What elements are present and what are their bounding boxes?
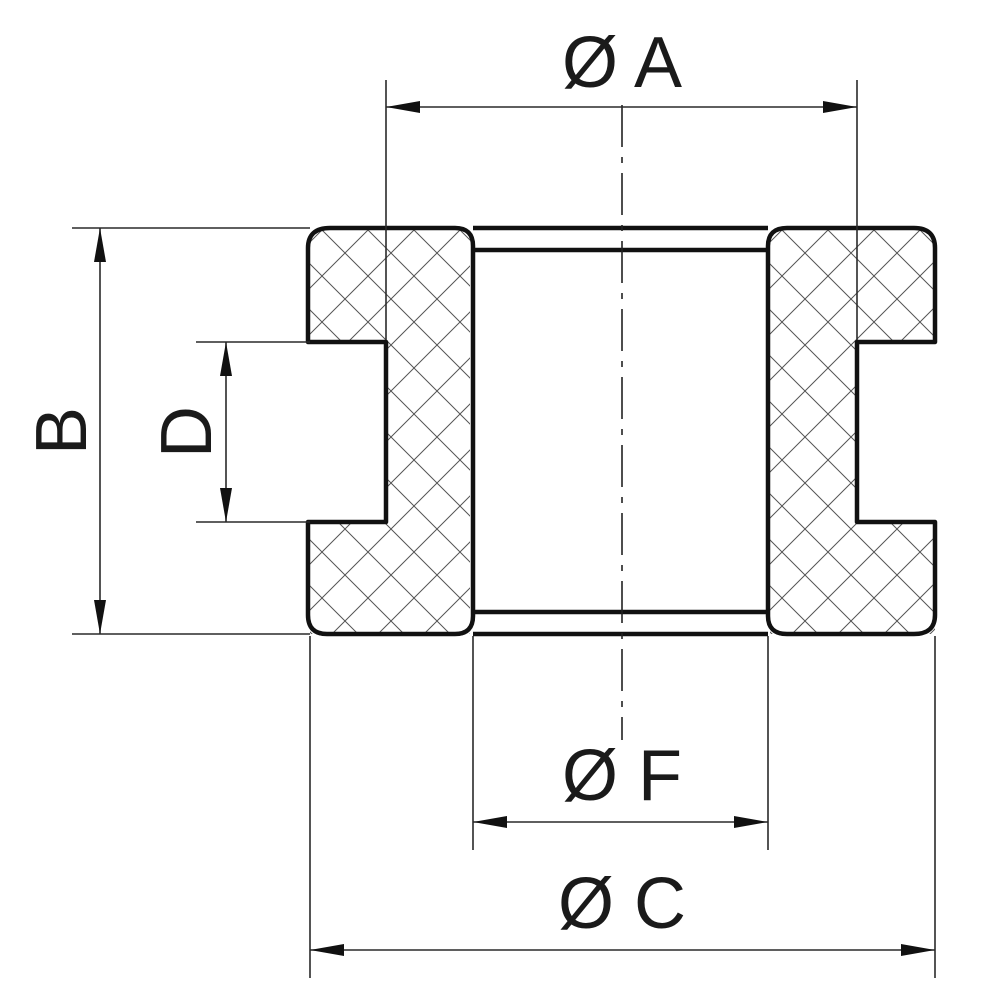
dim-f-arrow-left	[473, 816, 507, 828]
left-section-hatch	[310, 228, 470, 634]
dim-d-arrow-bottom	[220, 488, 232, 522]
dim-a-arrow-left	[386, 101, 420, 113]
dim-f-label: Ø F	[562, 736, 682, 816]
dim-d-arrow-top	[220, 342, 232, 376]
right-section-hatch	[770, 228, 935, 634]
dim-c-arrow-left	[310, 944, 344, 956]
dim-c-label: Ø C	[558, 864, 686, 944]
right-section-outline	[765, 225, 938, 637]
dim-a-label: Ø A	[562, 23, 682, 103]
dim-c-arrow-right	[901, 944, 935, 956]
dim-a-arrow-right	[823, 101, 857, 113]
dim-b-arrow-top	[94, 228, 106, 262]
dim-b-label: B	[22, 407, 102, 455]
dim-d-label: D	[147, 406, 227, 458]
dim-f-arrow-right	[734, 816, 768, 828]
left-section-outline	[305, 225, 476, 637]
dim-b-arrow-bottom	[94, 600, 106, 634]
